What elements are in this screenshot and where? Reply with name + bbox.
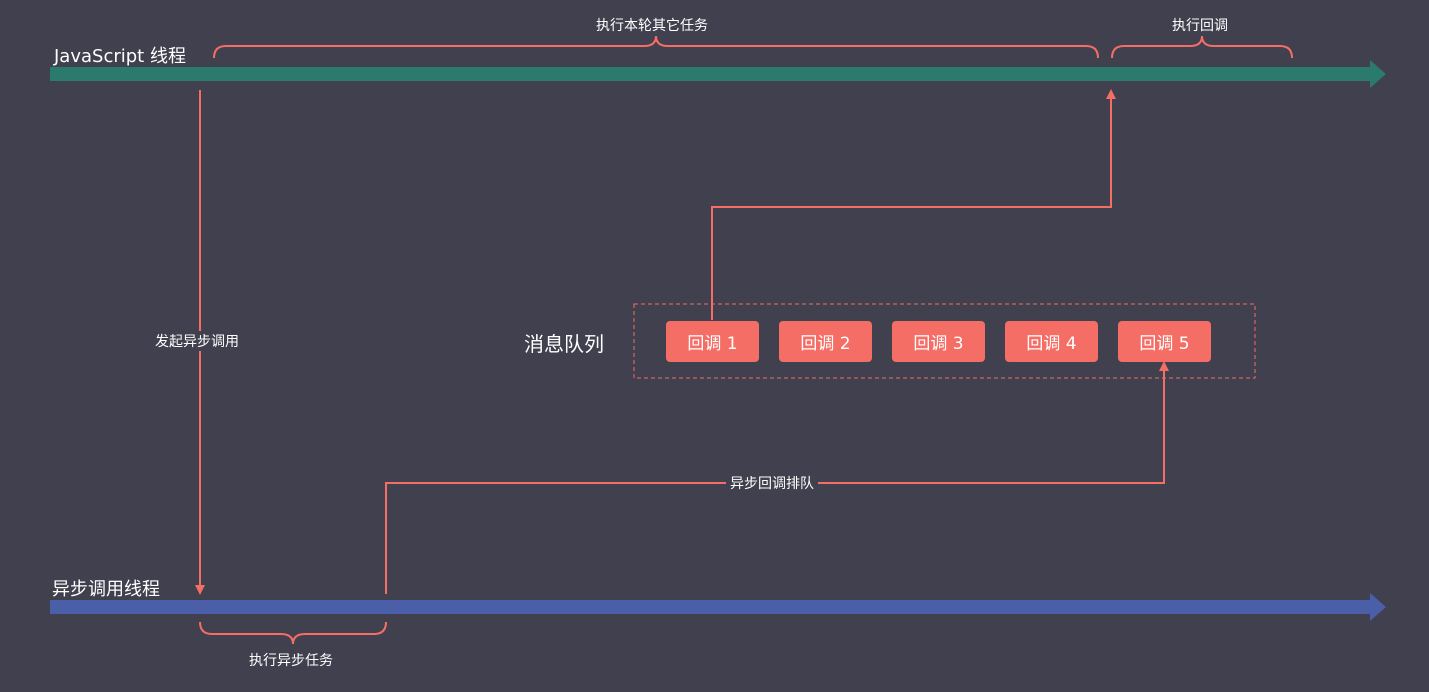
async-thread-label: 异步调用线程 (52, 579, 160, 600)
callback-box-4: 回调 4 (1005, 321, 1098, 362)
label-queue-callback: 异步回调排队 (726, 473, 818, 493)
callback-box-3: 回调 3 (892, 321, 985, 362)
label-run-async-task: 执行异步任务 (245, 650, 337, 670)
brace-run-callback (1111, 35, 1293, 59)
js-thread-arrow (50, 60, 1386, 88)
label-run-other-tasks: 执行本轮其它任务 (592, 15, 712, 35)
async-thread-arrow (50, 593, 1386, 621)
label-run-callback: 执行回调 (1168, 15, 1232, 35)
callback-box-5: 回调 5 (1118, 321, 1211, 362)
run-callback-connector (711, 89, 1116, 320)
brace-async-task (199, 621, 387, 645)
label-start-async-call: 发起异步调用 (151, 331, 243, 351)
callback-box-1: 回调 1 (666, 321, 759, 362)
message-queue-title: 消息队列 (524, 332, 604, 356)
message-queue-box (633, 303, 1256, 379)
callback-box-2: 回调 2 (779, 321, 872, 362)
js-thread-label: JavaScript 线程 (54, 46, 186, 67)
brace-other-tasks (213, 35, 1099, 59)
